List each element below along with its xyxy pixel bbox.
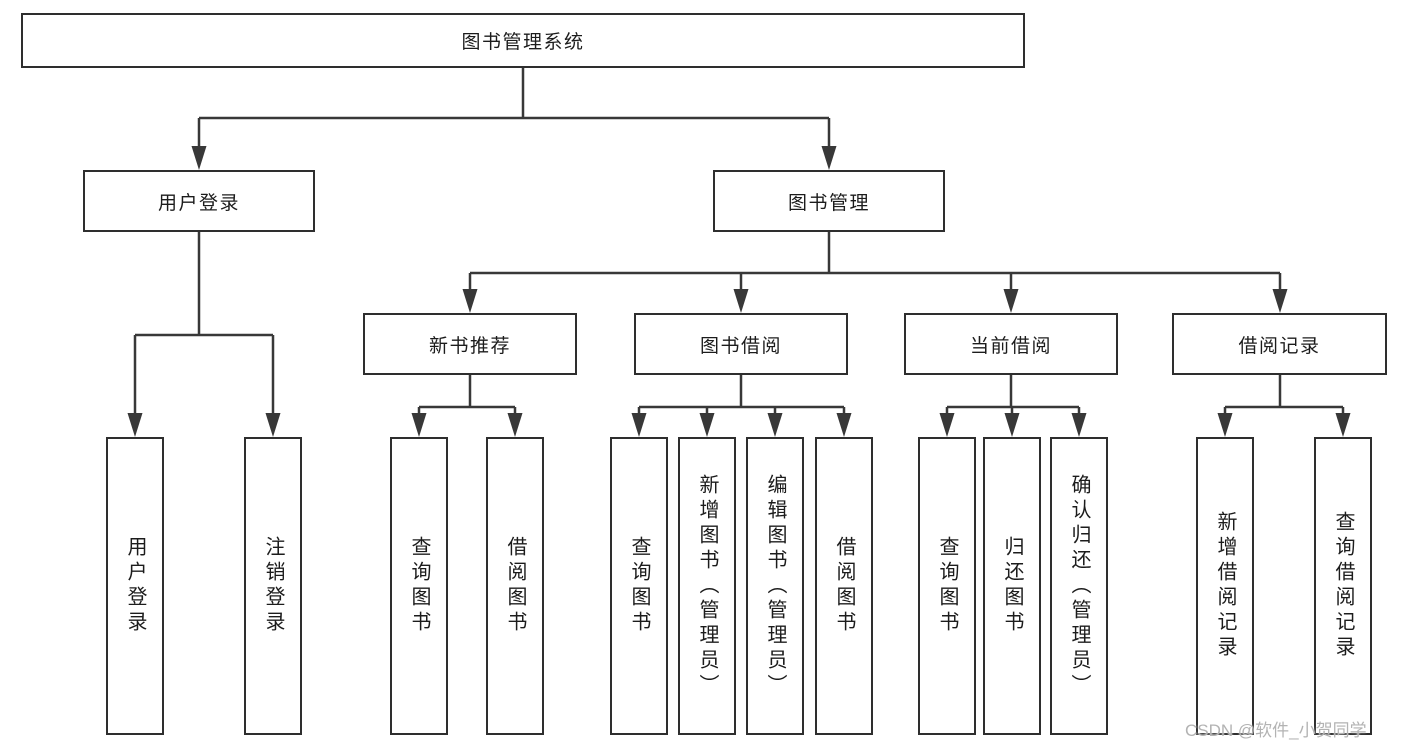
node-label: 借阅图书 xyxy=(833,536,855,636)
connector-newbook-to-leaves xyxy=(417,375,517,415)
node-leaf-add-borrow-record: 新增借阅记录 xyxy=(1196,437,1254,735)
arrow-down-icon xyxy=(191,146,207,170)
arrow-down-icon xyxy=(1071,413,1087,437)
node-leaf-logout: 注销登录 xyxy=(244,437,302,735)
node-library-management-system: 图书管理系统 xyxy=(21,13,1025,68)
arrow-down-icon xyxy=(767,413,783,437)
arrow-down-icon xyxy=(1335,413,1351,437)
node-label: 借阅记录 xyxy=(1238,335,1321,357)
arrow-down-icon xyxy=(1004,413,1020,437)
node-leaf-query-book: 查询图书 xyxy=(610,437,668,735)
arrow-down-icon xyxy=(631,413,647,437)
arrow-down-icon xyxy=(462,289,478,313)
connector-borrow-to-leaves xyxy=(637,375,846,415)
node-label: 新书推荐 xyxy=(428,335,511,357)
node-leaf-borrow-book: 借阅图书 xyxy=(815,437,873,735)
node-label: 查询借阅记录 xyxy=(1332,511,1354,661)
node-label: 归还图书 xyxy=(1001,536,1023,636)
node-label: 新增借阅记录 xyxy=(1214,511,1236,661)
connector-records-to-leaves xyxy=(1223,375,1345,415)
node-leaf-query-book: 查询图书 xyxy=(390,437,448,735)
arrowheads xyxy=(127,146,1351,437)
arrow-down-icon xyxy=(733,289,749,313)
arrow-down-icon xyxy=(127,413,143,437)
node-leaf-user-login: 用户登录 xyxy=(106,437,164,735)
node-book-management: 图书管理 xyxy=(713,170,945,232)
node-leaf-add-book-admin: 新增图书（管理员） xyxy=(678,437,736,735)
connector-mgmt-to-level3 xyxy=(468,232,1282,291)
node-leaf-confirm-return-admin: 确认归还（管理员） xyxy=(1050,437,1108,735)
node-user-login: 用户登录 xyxy=(83,170,315,232)
node-leaf-query-book: 查询图书 xyxy=(918,437,976,735)
node-label: 编辑图书（管理员） xyxy=(764,473,786,699)
node-new-book-recommend: 新书推荐 xyxy=(363,313,577,375)
arrow-down-icon xyxy=(1217,413,1233,437)
node-leaf-query-borrow-record: 查询借阅记录 xyxy=(1314,437,1372,735)
node-leaf-borrow-book: 借阅图书 xyxy=(486,437,544,735)
node-leaf-return-book: 归还图书 xyxy=(983,437,1041,735)
node-label: 注销登录 xyxy=(262,536,284,636)
arrow-down-icon xyxy=(836,413,852,437)
arrow-down-icon xyxy=(821,146,837,170)
csdn-watermark: CSDN @软件_小贺同学 xyxy=(1185,721,1367,740)
node-label: 用户登录 xyxy=(157,192,240,214)
node-label: 查询图书 xyxy=(408,536,430,636)
arrow-down-icon xyxy=(939,413,955,437)
node-leaf-edit-book-admin: 编辑图书（管理员） xyxy=(746,437,804,735)
connector-root-to-level2 xyxy=(197,68,831,148)
node-label: 用户登录 xyxy=(124,536,146,636)
arrow-down-icon xyxy=(699,413,715,437)
node-current-borrowing: 当前借阅 xyxy=(904,313,1118,375)
node-label: 新增图书（管理员） xyxy=(696,473,718,699)
node-label: 确认归还（管理员） xyxy=(1068,473,1090,699)
node-label: 当前借阅 xyxy=(969,335,1052,357)
arrow-down-icon xyxy=(1003,289,1019,313)
node-label: 图书借阅 xyxy=(699,335,782,357)
node-label: 查询图书 xyxy=(936,536,958,636)
node-label: 借阅图书 xyxy=(504,536,526,636)
node-label: 查询图书 xyxy=(628,536,650,636)
node-label: 图书管理 xyxy=(787,192,870,214)
node-book-borrowing: 图书借阅 xyxy=(634,313,848,375)
connector-login-to-leaves xyxy=(133,232,275,415)
arrow-down-icon xyxy=(1272,289,1288,313)
connector-current-to-leaves xyxy=(945,375,1081,415)
arrow-down-icon xyxy=(411,413,427,437)
arrow-down-icon xyxy=(265,413,281,437)
node-borrowing-records: 借阅记录 xyxy=(1172,313,1387,375)
arrow-down-icon xyxy=(507,413,523,437)
node-label: 图书管理系统 xyxy=(461,32,585,53)
